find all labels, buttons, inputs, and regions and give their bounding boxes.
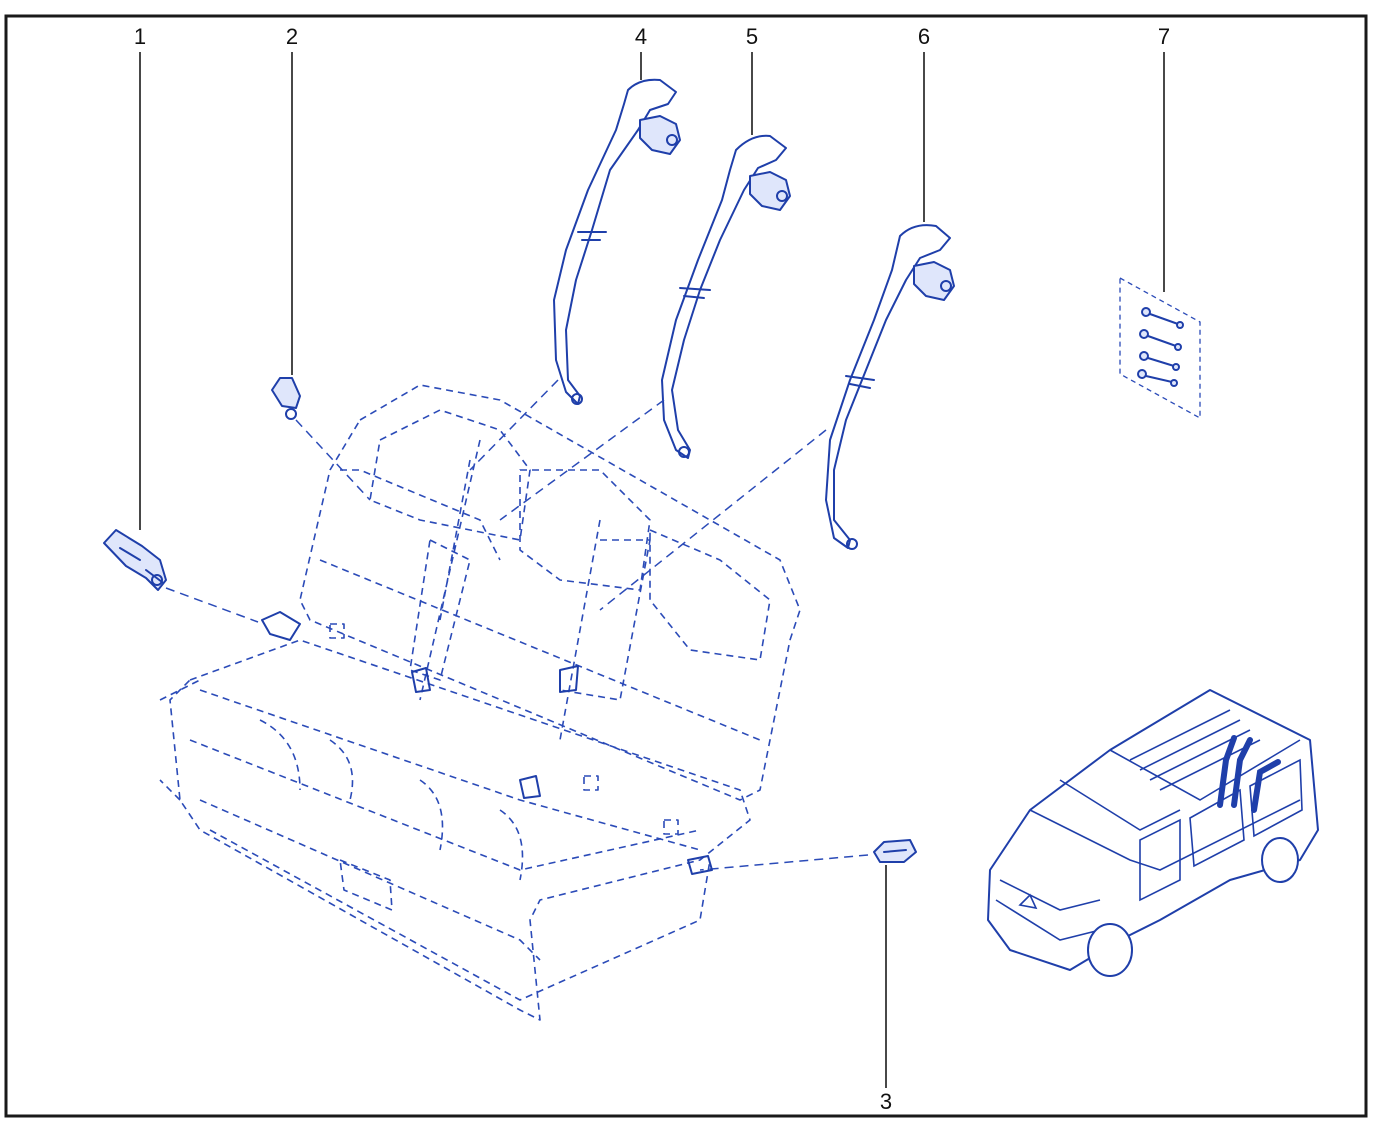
tongue-2-guide (295, 419, 371, 501)
seat-belt-retractor-6-icon[interactable] (825, 224, 955, 550)
callout-2-label: 2 (286, 24, 298, 49)
buckle-1-guide (165, 587, 259, 623)
callout-2[interactable]: 2 (286, 24, 298, 375)
callout-6-label: 6 (918, 24, 930, 49)
callout-1[interactable]: 1 (134, 24, 146, 530)
callout-5[interactable]: 5 (746, 24, 758, 135)
seat-belt-buckle-right-icon[interactable] (873, 839, 917, 863)
diagram-frame (4, 14, 1368, 1118)
callout-1-label: 1 (134, 24, 146, 49)
callout-4[interactable]: 4 (635, 24, 647, 80)
callout-7[interactable]: 7 (1158, 24, 1170, 292)
seat-belt-buckle-icon[interactable] (103, 529, 167, 591)
callout-3-label: 3 (880, 1089, 892, 1114)
buckle-3-guide (699, 854, 869, 871)
bolt-set-7[interactable] (1119, 276, 1201, 420)
retractor-4-guide (469, 379, 559, 471)
seat-belt-retractor-5-icon[interactable] (661, 134, 791, 459)
seat-belt-retractor-4-icon[interactable] (553, 78, 681, 405)
seat-belt-tongue-icon[interactable] (271, 377, 301, 420)
callout-7-label: 7 (1158, 24, 1170, 49)
callout-6[interactable]: 6 (918, 24, 930, 222)
callout-3[interactable]: 3 (880, 865, 892, 1114)
retractor-6-guide (599, 429, 827, 611)
callout-5-label: 5 (746, 24, 758, 49)
callout-4-label: 4 (635, 24, 647, 49)
rear-seat-bench (159, 384, 801, 1021)
bolt-icon (1137, 307, 1184, 387)
van-icon (987, 689, 1319, 977)
retractor-5-guide (499, 399, 665, 521)
